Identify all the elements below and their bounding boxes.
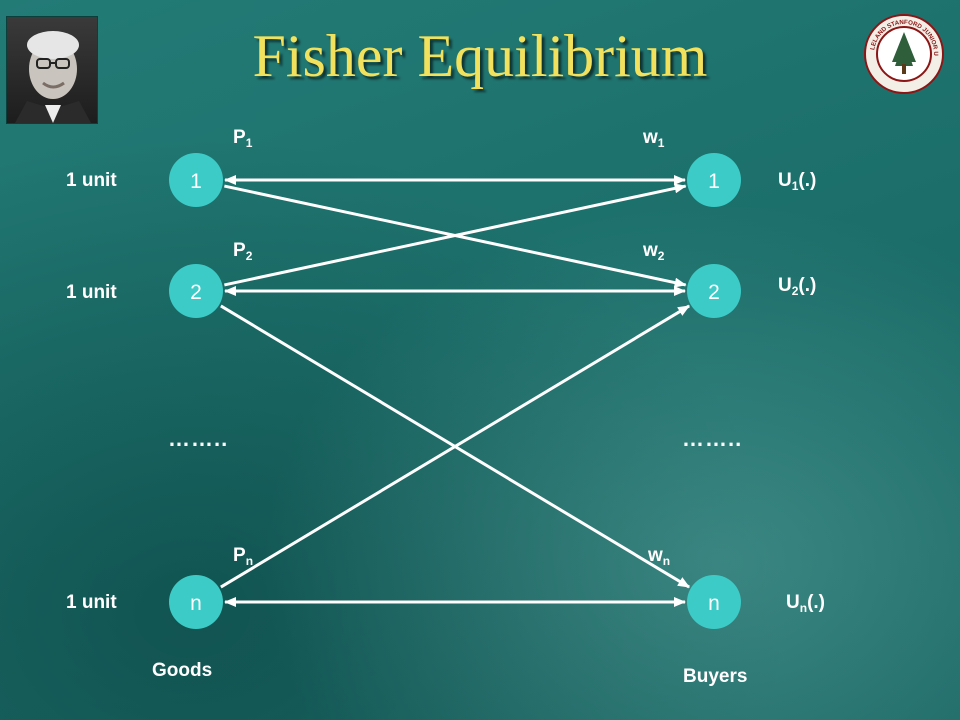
utility-label-2: U2(.) [778,275,817,298]
portrait-photo [6,16,98,124]
buyers-ellipsis: …….. [682,426,743,451]
buyer-node-1-label: 1 [708,170,720,193]
good-node-n[interactable]: n [169,575,223,629]
buyer-node-1[interactable]: 1 [687,153,741,207]
good-n-supply: 1 unit [66,592,117,613]
good-2-supply: 1 unit [66,282,117,303]
good-node-1[interactable]: 1 [169,153,223,207]
buyer-node-n[interactable]: n [687,575,741,629]
buyers-header: Buyers [683,666,748,687]
good-node-1-label: 1 [190,170,202,193]
budget-label-1: w1 [643,127,665,150]
edge-good-2-to-buyer-1 [224,183,687,287]
buyer-node-n-label: n [708,592,720,615]
goods-ellipsis: …….. [168,426,229,451]
edge-good-n-to-buyer-2 [220,304,690,589]
edge-group [220,175,690,607]
good-1-supply: 1 unit [66,170,117,191]
good-node-2[interactable]: 2 [169,264,223,318]
price-label-n: Pn [233,545,254,568]
slide-title: Fisher Equilibrium [252,23,708,89]
buyer-node-2-label: 2 [708,281,720,304]
good-node-n-label: n [190,592,202,615]
utility-label-n: Un(.) [786,592,826,615]
university-seal-logo: LELAND STANFORD JUNIOR UNIVERSITY [862,9,944,94]
utility-label-1: U1(.) [778,170,817,193]
buyer-node-2[interactable]: 2 [687,264,741,318]
budget-label-n: wn [648,545,671,568]
budget-label-2: w2 [643,240,665,263]
price-label-2: P2 [233,240,253,263]
price-label-1: P1 [233,127,253,150]
goods-header: Goods [152,660,213,681]
good-node-2-label: 2 [190,281,202,304]
